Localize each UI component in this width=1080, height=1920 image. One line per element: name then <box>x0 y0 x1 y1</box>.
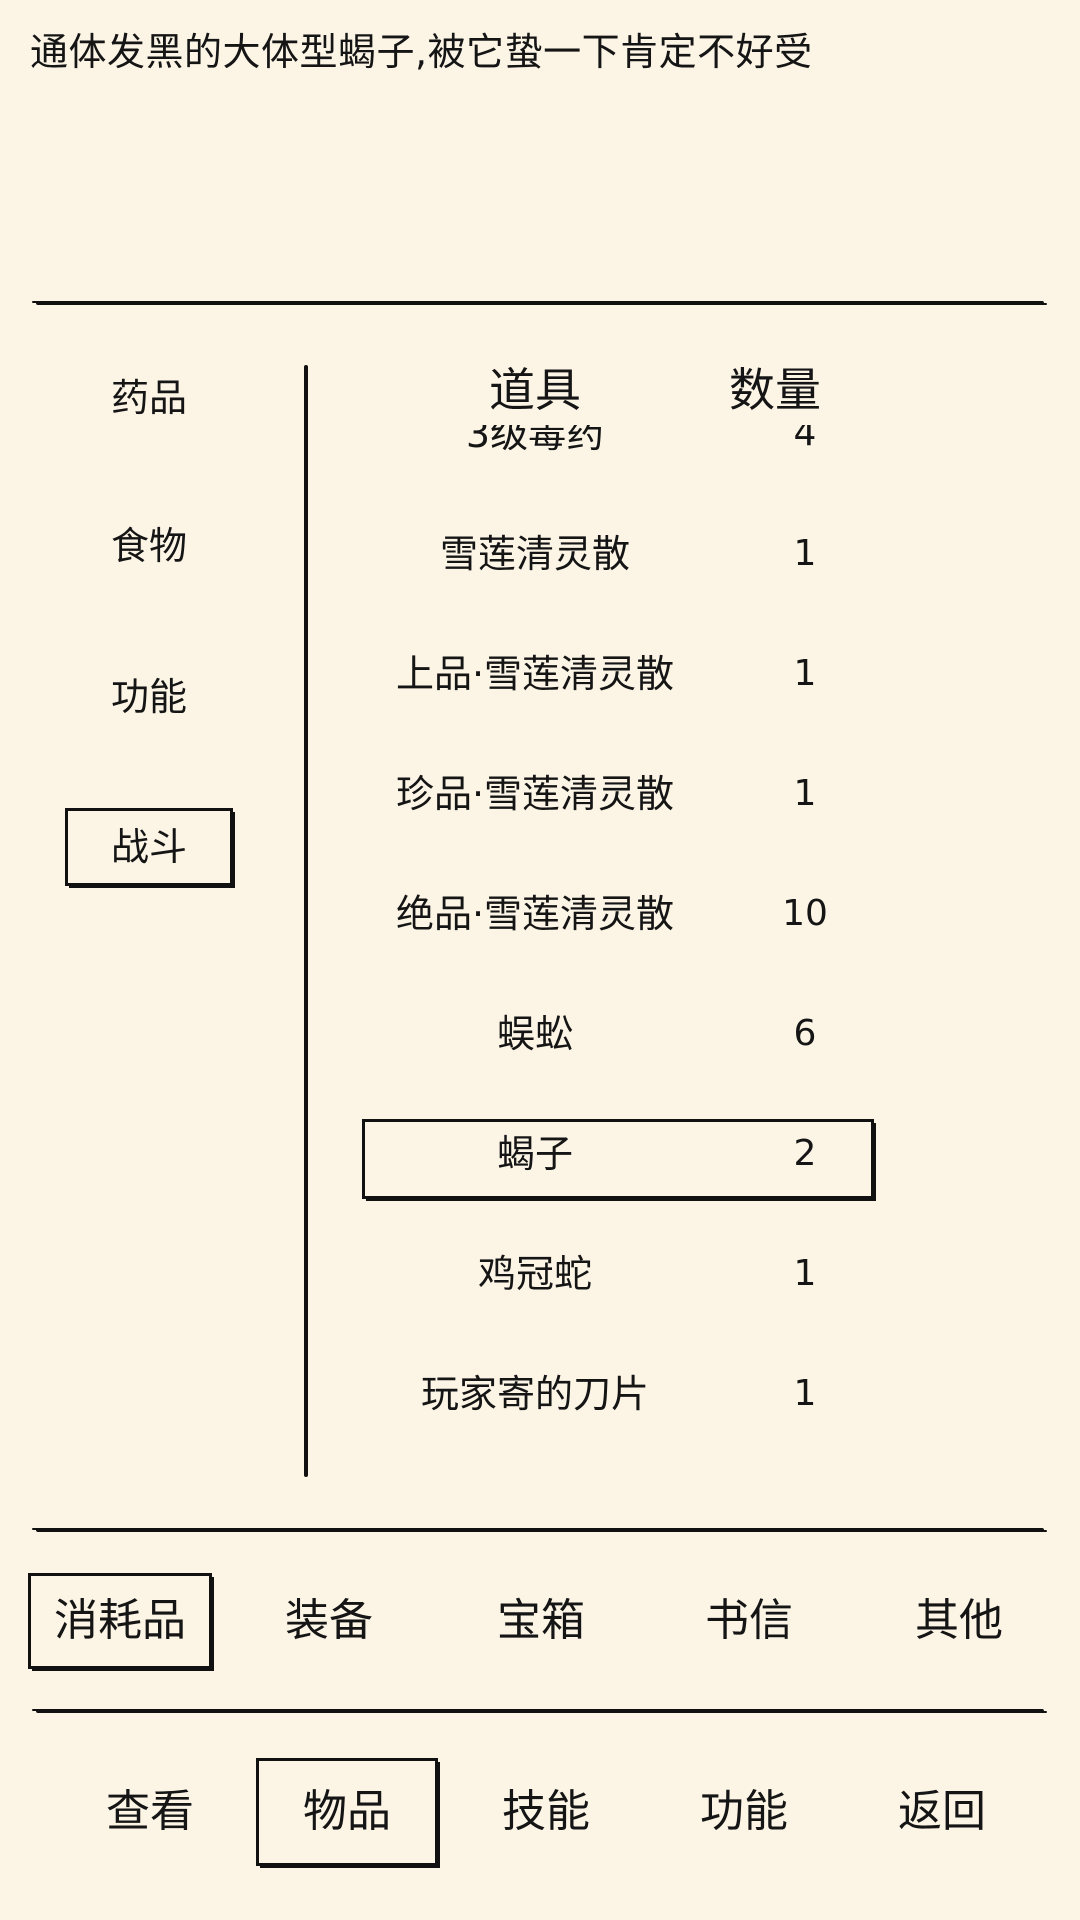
item-quantity: 10 <box>782 893 828 934</box>
item-row[interactable]: 玩家寄的刀片 1 <box>340 1335 920 1445</box>
tab-treasure-chest[interactable]: 宝箱 <box>497 1595 585 1646</box>
item-quantity: 6 <box>793 1013 817 1054</box>
item-quantity: 1 <box>793 1253 817 1294</box>
column-header-quantity: 数量 <box>729 363 821 417</box>
nav-function[interactable]: 功能 <box>700 1786 788 1837</box>
item-quantity: 2 <box>793 1133 817 1174</box>
selection-box <box>362 1119 874 1199</box>
item-list[interactable]: 3级毒药 4 雪莲清灵散 1 上品·雪莲清灵散 1 珍品·雪莲清灵散 1 绝品·… <box>340 425 920 1445</box>
column-header-item: 道具 <box>489 363 581 417</box>
category-food[interactable]: 食物 <box>110 524 187 568</box>
item-row[interactable]: 鸡冠蛇 1 <box>340 1215 920 1335</box>
item-description: 通体发黑的大体型蝎子,被它蛰一下肯定不好受 <box>30 30 813 74</box>
item-row[interactable]: 上品·雪莲清灵散 1 <box>340 615 920 735</box>
item-name: 玩家寄的刀片 <box>420 1372 649 1416</box>
nav-back[interactable]: 返回 <box>898 1786 986 1837</box>
item-name: 鸡冠蛇 <box>477 1252 592 1296</box>
item-quantity: 1 <box>793 533 817 574</box>
item-name: 雪莲清灵散 <box>439 532 630 576</box>
divider-middle <box>32 1528 1047 1532</box>
category-medicine[interactable]: 药品 <box>110 376 187 420</box>
nav-skills[interactable]: 技能 <box>502 1786 590 1837</box>
item-name: 珍品·雪莲清灵散 <box>395 772 675 816</box>
item-row[interactable]: 雪莲清灵散 1 <box>340 495 920 615</box>
item-row[interactable]: 3级毒药 4 <box>340 425 920 495</box>
tab-other[interactable]: 其他 <box>915 1595 1003 1646</box>
item-quantity: 1 <box>793 1373 817 1414</box>
item-row[interactable]: 珍品·雪莲清灵散 1 <box>340 735 920 855</box>
item-name: 绝品·雪莲清灵散 <box>395 892 675 936</box>
divider-bottom <box>32 1709 1047 1713</box>
item-name: 3级毒药 <box>465 425 605 456</box>
item-name: 蜈蚣 <box>496 1012 573 1056</box>
nav-view[interactable]: 查看 <box>106 1786 194 1837</box>
category-function[interactable]: 功能 <box>110 675 187 719</box>
item-quantity: 4 <box>793 425 817 454</box>
tab-letters[interactable]: 书信 <box>705 1595 793 1646</box>
item-quantity: 1 <box>793 653 817 694</box>
tab-consumables[interactable]: 消耗品 <box>28 1573 212 1669</box>
divider-top <box>32 301 1047 305</box>
item-quantity: 1 <box>793 773 817 814</box>
divider-vertical <box>304 365 308 1477</box>
item-name: 上品·雪莲清灵散 <box>395 652 675 696</box>
nav-items[interactable]: 物品 <box>256 1758 438 1866</box>
category-combat[interactable]: 战斗 <box>65 808 233 886</box>
item-row[interactable]: 绝品·雪莲清灵散 10 <box>340 855 920 975</box>
tab-equipment[interactable]: 装备 <box>285 1595 373 1646</box>
item-row[interactable]: 蜈蚣 6 <box>340 975 920 1095</box>
item-row-selected[interactable]: 蝎子 2 <box>340 1095 920 1215</box>
item-name: 蝎子 <box>496 1132 573 1176</box>
